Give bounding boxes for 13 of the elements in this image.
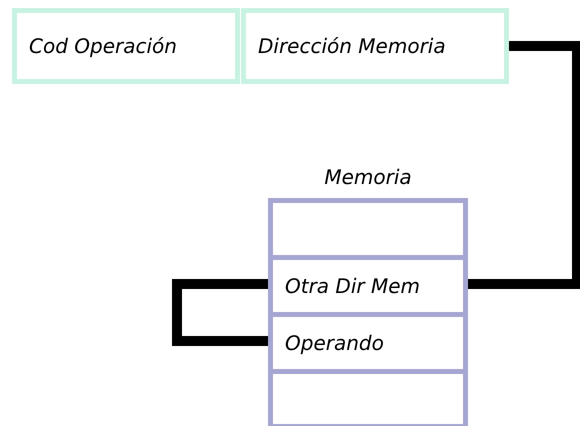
instruction-field (12, 8, 240, 84)
node-label: Memoria (324, 164, 412, 190)
memory-cell (268, 312, 468, 369)
connector-line (468, 41, 580, 289)
instruction-field (241, 8, 509, 84)
empty-memory-cell (268, 198, 468, 255)
memory-cell (268, 255, 468, 312)
node-label: Operando (285, 330, 384, 357)
connector-line (172, 279, 268, 346)
empty-memory-cell (268, 369, 468, 426)
node-label: Cod Operación (29, 33, 177, 60)
node-label: Dirección Memoria (258, 33, 446, 60)
node-label: Otra Dir Mem (285, 273, 420, 300)
